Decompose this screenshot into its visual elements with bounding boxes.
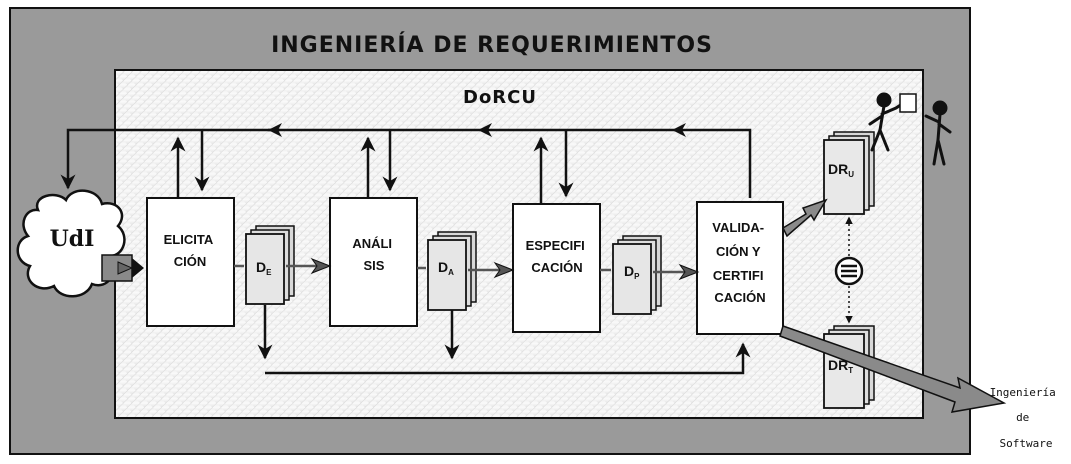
- elicitacion-box: [146, 197, 235, 327]
- elicitacion-label: ELICITA CIÓN: [164, 232, 217, 269]
- equivalence-icon: [834, 256, 864, 286]
- arrow-icon: [782, 198, 828, 238]
- validacion-box: [696, 201, 784, 335]
- flow-arrowheads: [310, 257, 700, 281]
- da-label: DA: [438, 259, 454, 277]
- arrow-icon: [779, 325, 1007, 413]
- flow-arrows: [234, 264, 690, 274]
- feedback-direction-marks: [268, 123, 686, 137]
- especificacion-box: [512, 203, 601, 333]
- validacion-label: VALIDA- CIÓN Y CERTIFI CACIÓN: [712, 220, 767, 305]
- feedback-bottom-arrows: [257, 305, 751, 375]
- dru-label: DRU: [828, 161, 854, 179]
- document-stack-icon: [823, 131, 875, 215]
- especificacion-label: ESPECIFI CACIÓN: [526, 238, 589, 275]
- drt-label: DRT: [828, 357, 853, 375]
- software-engineering-label: Ingeniería de Software: [990, 386, 1063, 450]
- document-stack-icon: [427, 231, 477, 311]
- people-icon: [868, 92, 952, 166]
- de-label: DE: [256, 259, 272, 277]
- process-feedback-arrows: [170, 130, 574, 204]
- main-title: INGENIERÍA DE REQUERIMIENTOS: [271, 32, 713, 58]
- analisis-box: [329, 197, 418, 327]
- analisis-label: ANÁLI SIS: [352, 236, 395, 273]
- dp-label: DP: [624, 263, 640, 281]
- document-stack-icon: [612, 235, 662, 315]
- dorcu-title: DoRCU: [463, 87, 537, 108]
- udi-label: UdI: [50, 226, 95, 252]
- udi-connector-arrow: [101, 254, 144, 282]
